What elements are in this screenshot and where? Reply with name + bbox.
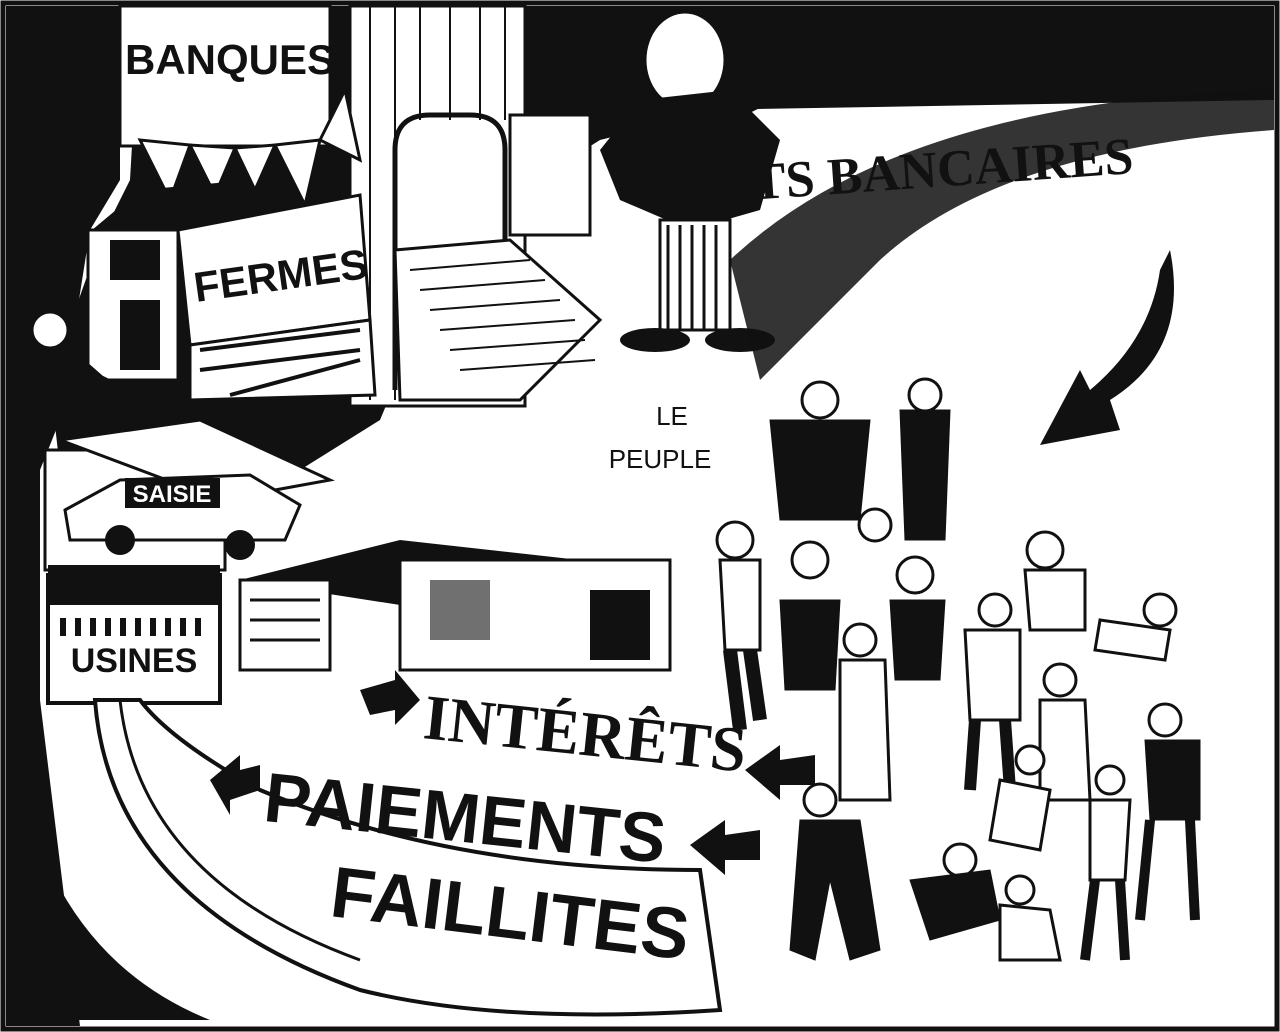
arrows [210, 250, 1174, 875]
label-le: LE [656, 401, 688, 431]
road-dark-edge [6, 780, 210, 1020]
family-house [238, 540, 672, 672]
label-peuple: PEUPLE [609, 444, 712, 474]
bank-teeth [137, 85, 363, 210]
seized-car [63, 473, 302, 560]
crowd [715, 377, 1201, 962]
bank-tower [118, 4, 603, 408]
label-usines: USINES [71, 642, 198, 680]
label-banques: BANQUES [125, 36, 335, 83]
evicted-farmer [30, 310, 153, 435]
road-edge [118, 699, 361, 962]
farm-barn [80, 180, 377, 402]
dark-background-left [6, 6, 120, 1026]
label-saisie: SAISIE [133, 481, 212, 508]
banker-figure [508, 10, 850, 352]
hill-shading [730, 90, 1274, 380]
